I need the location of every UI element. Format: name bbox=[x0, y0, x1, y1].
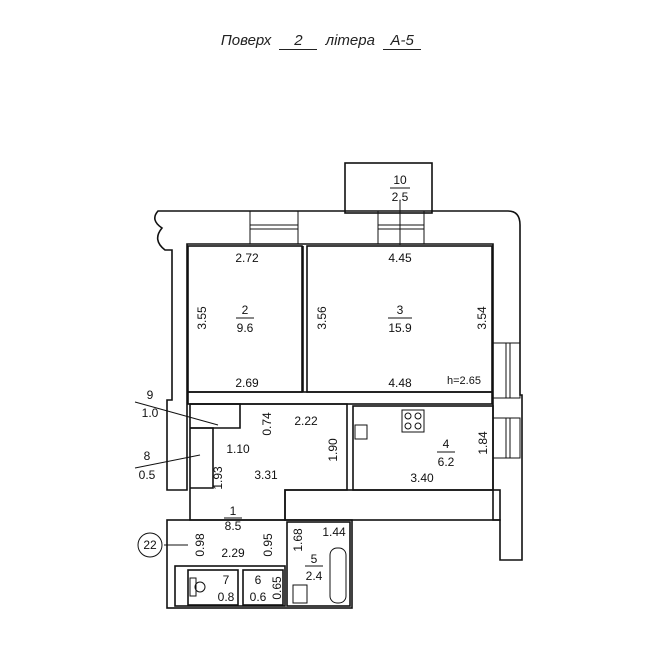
room-7-area: 0.8 bbox=[218, 590, 235, 604]
plan-marker-label: 22 bbox=[143, 538, 157, 552]
wall-block bbox=[284, 489, 501, 521]
lower-block bbox=[166, 519, 353, 609]
dim: 1.10 bbox=[226, 442, 250, 456]
room-7 bbox=[187, 569, 239, 606]
partition-wall bbox=[187, 391, 493, 405]
room-6-num: 6 bbox=[255, 573, 262, 587]
sink-icon bbox=[354, 424, 368, 440]
dim: 3.55 bbox=[195, 306, 209, 330]
room-7-num: 7 bbox=[223, 573, 230, 587]
room-5-num: 5 bbox=[311, 552, 318, 566]
floor-label: Поверх bbox=[220, 32, 272, 49]
window-top-right bbox=[377, 210, 425, 245]
room-1-num: 1 bbox=[230, 504, 237, 518]
dim: 1.68 bbox=[291, 528, 305, 552]
dim: 2.29 bbox=[221, 546, 245, 560]
room-1-area: 8.5 bbox=[225, 519, 242, 533]
room-10-area: 2.5 bbox=[392, 190, 409, 204]
room-2-area: 9.6 bbox=[237, 321, 254, 335]
dim: 1.90 bbox=[326, 438, 340, 462]
room-labels: 10 2.5 2 9.6 3 15.9 9 1.0 8 0.5 1 8.5 4 … bbox=[139, 173, 455, 604]
letter-value: А-5 bbox=[383, 32, 422, 50]
dim: 0.65 bbox=[270, 576, 284, 600]
dim: 0.98 bbox=[193, 533, 207, 557]
dim: 2.69 bbox=[235, 376, 259, 390]
floor-title: Поверх 2 літера А-5 bbox=[0, 32, 646, 50]
room-3-num: 3 bbox=[397, 303, 404, 317]
stove-icon bbox=[401, 409, 425, 433]
dim: 3.54 bbox=[475, 306, 489, 330]
room-6-area: 0.6 bbox=[250, 590, 267, 604]
room-5-area: 2.4 bbox=[306, 569, 323, 583]
room-10-num: 10 bbox=[393, 173, 407, 187]
window-top-left bbox=[249, 210, 299, 245]
room-9 bbox=[190, 403, 241, 429]
window-right-1 bbox=[492, 342, 521, 399]
room-4-num: 4 bbox=[443, 437, 450, 451]
room-9-area: 1.0 bbox=[142, 406, 159, 420]
room-8-area: 0.5 bbox=[139, 468, 156, 482]
dim: 2.22 bbox=[294, 414, 318, 428]
dim: 3.31 bbox=[254, 468, 278, 482]
dim: 1.84 bbox=[476, 431, 490, 455]
room-2-num: 2 bbox=[242, 303, 249, 317]
room-5-bath bbox=[286, 521, 351, 607]
dim: 2.72 bbox=[235, 251, 259, 265]
balcony-outline bbox=[344, 162, 433, 214]
outer-wall bbox=[154, 210, 523, 561]
bathtub-icon bbox=[329, 547, 347, 604]
room-8-num: 8 bbox=[144, 449, 151, 463]
dim: 1.93 bbox=[211, 466, 225, 490]
wc-block bbox=[174, 565, 286, 607]
room-3-area: 15.9 bbox=[388, 321, 412, 335]
window-right-2 bbox=[492, 417, 521, 459]
room-6 bbox=[242, 569, 284, 606]
dim: 1.44 bbox=[322, 525, 346, 539]
room-9-num: 9 bbox=[147, 388, 154, 402]
room-3 bbox=[306, 245, 493, 393]
dim: 4.45 bbox=[388, 251, 412, 265]
dim: 0.95 bbox=[261, 533, 275, 557]
room-4-area: 6.2 bbox=[438, 455, 455, 469]
room-8 bbox=[190, 427, 214, 489]
dim: 4.48 bbox=[388, 376, 412, 390]
dimensions: 2.72 2.69 3.55 4.45 4.48 3.56 3.54 h=2.6… bbox=[193, 251, 490, 600]
ceiling-height: h=2.65 bbox=[447, 375, 481, 387]
plan-marker bbox=[137, 532, 163, 558]
floor-number: 2 bbox=[279, 32, 318, 50]
dim: 3.56 bbox=[315, 306, 329, 330]
letter-label: літера bbox=[325, 32, 375, 49]
dim: 0.74 bbox=[260, 412, 274, 436]
dim: 3.40 bbox=[410, 471, 434, 485]
toilet-icon bbox=[194, 581, 206, 593]
washbasin-icon bbox=[292, 584, 308, 604]
